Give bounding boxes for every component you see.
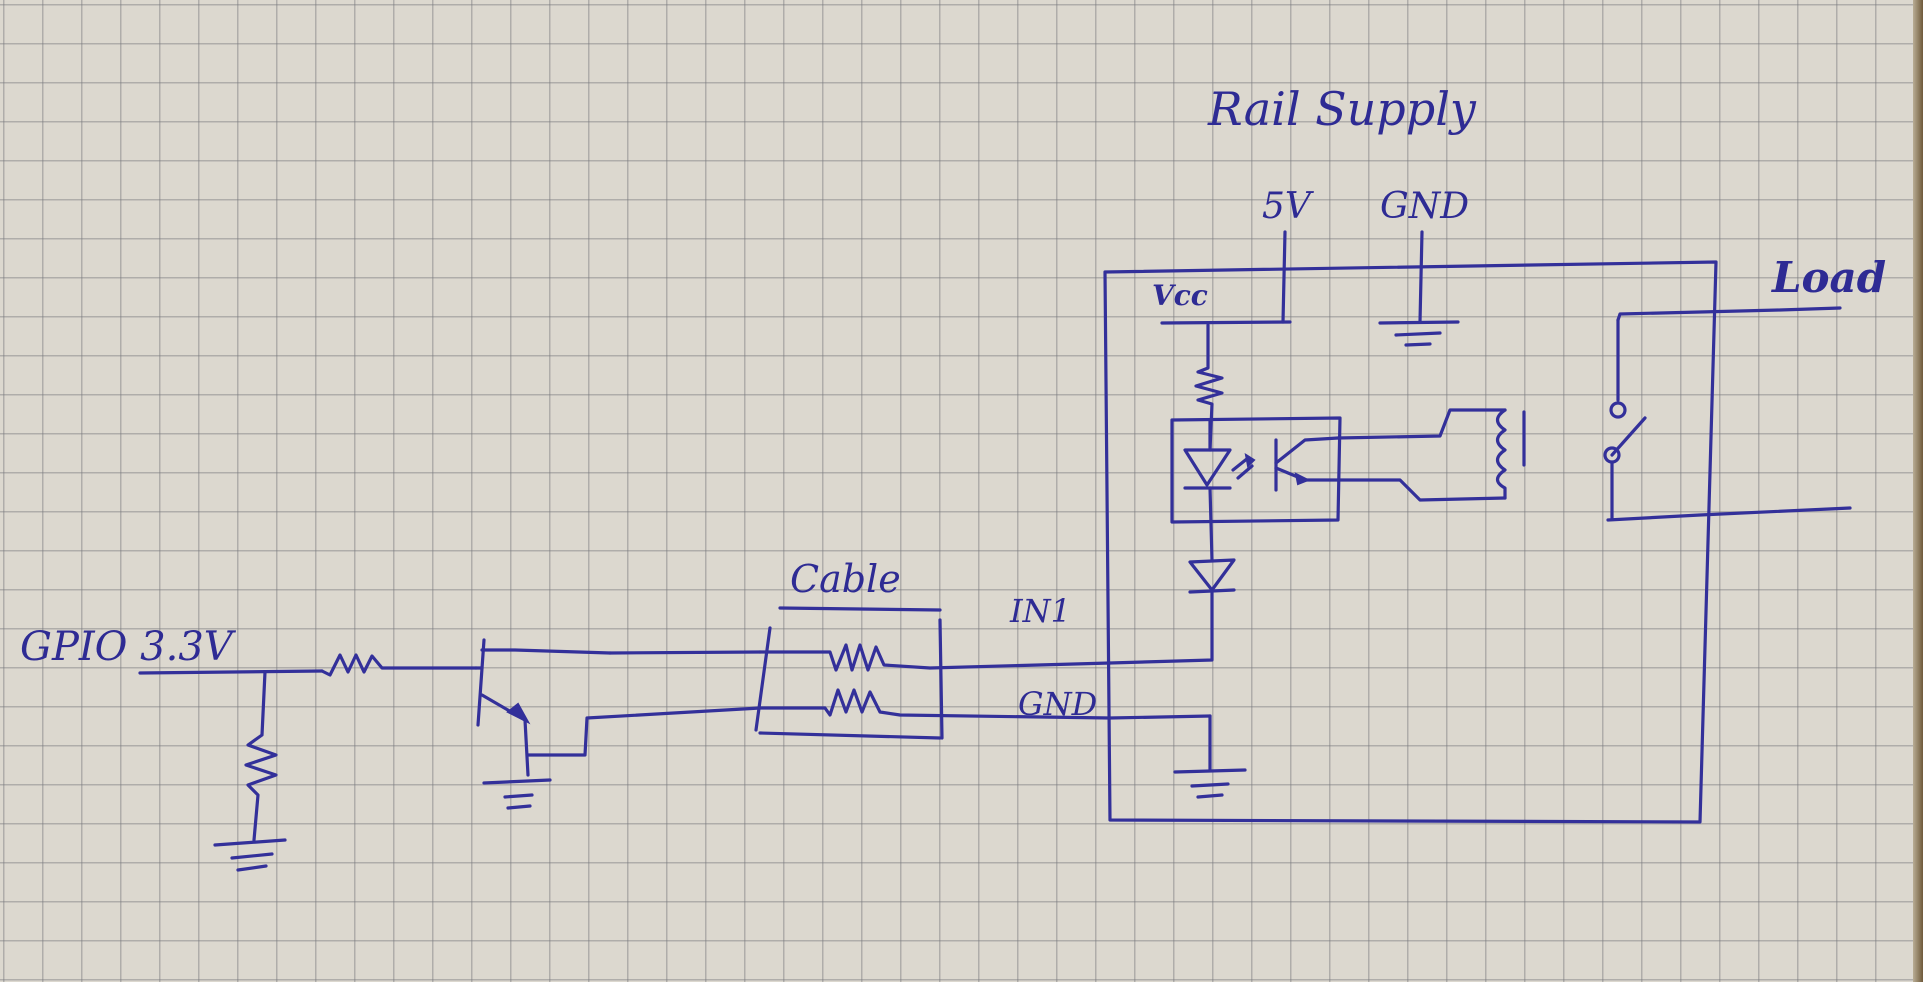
optocoupler-led [1183,418,1256,490]
transistor-ground-symbol [482,778,552,810]
label-supply-5v: 5V [1262,186,1315,227]
pulldown-ground-symbol [213,838,287,872]
optocoupler-phototransistor [1274,436,1340,492]
label-vcc: Vcc [1152,279,1208,312]
label-in1: IN1 [1009,592,1071,630]
gpio-input-wire [138,669,324,675]
cable-line-in1 [758,643,1112,672]
load-wires [1606,306,1852,522]
label-gpio: GPIO 3.3V [20,624,237,670]
led-current-resistor [1194,323,1224,452]
optocoupler-box [1170,416,1342,524]
supply-5v-wire [1160,230,1292,325]
base-resistor [320,653,478,677]
pulldown-resistor [244,670,278,842]
supply-gnd-wire [1378,230,1460,347]
npn-transistor [474,638,762,777]
indicator-diode [1108,486,1236,665]
label-rail-supply: Rail Supply [1207,82,1477,136]
label-load: Load [1771,253,1886,302]
label-cable: Cable [790,557,901,601]
cable-line-gnd [758,688,1112,720]
relay-coil [1336,408,1526,502]
module-ground-symbol [1108,714,1247,799]
label-supply-gnd: GND [1380,186,1469,227]
paper-edge [1913,0,1923,982]
relay-module-board [1103,260,1718,824]
cable-block [608,606,944,740]
relay-switch [1603,318,1647,520]
